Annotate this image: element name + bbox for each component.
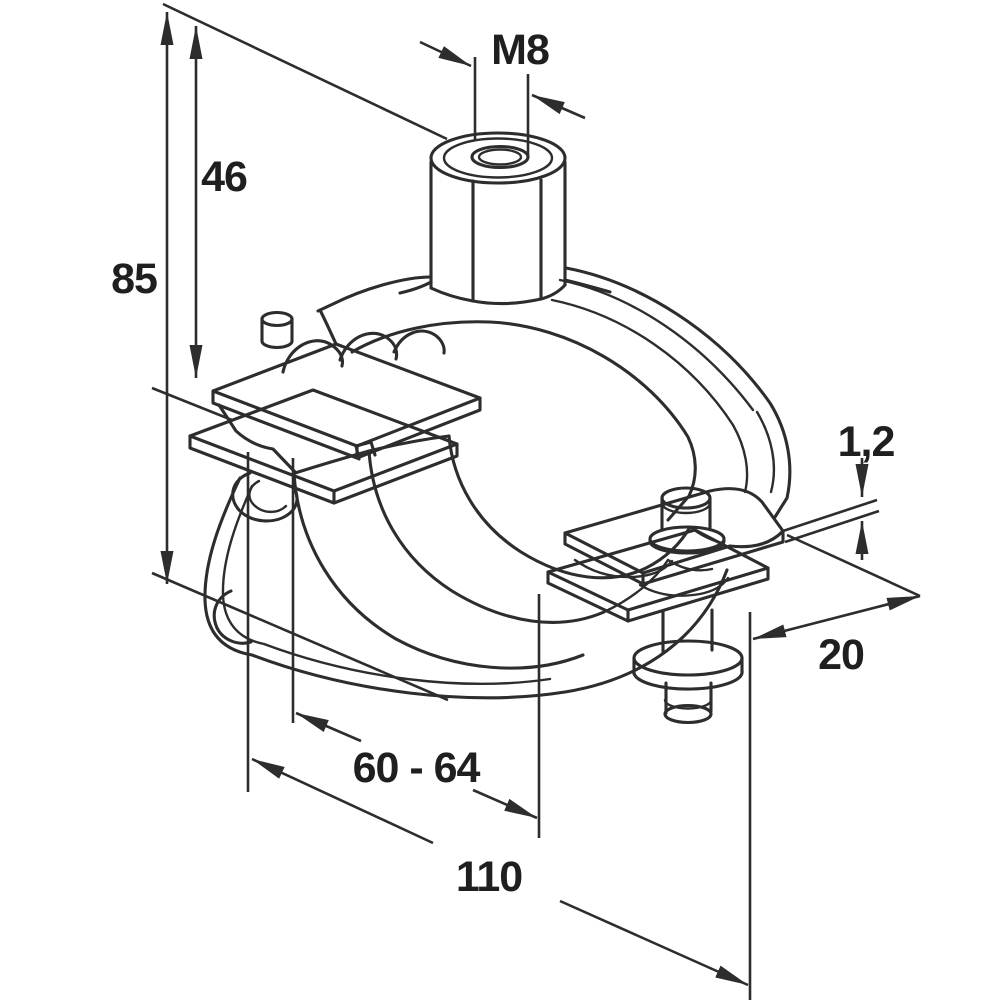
- dimension-clamping-range: 60 - 64: [291, 458, 541, 838]
- dim-label-thread-size: M8: [491, 26, 549, 74]
- dim-label-overall-width: 110: [456, 853, 522, 901]
- dimension-material-thickness: 1,2: [782, 418, 895, 560]
- dimension-flange-width: 20: [752, 533, 921, 679]
- dimension-overall-width: 110: [246, 452, 752, 1000]
- dim-label-clamping-range: 60 - 64: [353, 744, 481, 792]
- dimension-height-to-flange: 46: [151, 26, 248, 422]
- dim-label-height-to-flange: 46: [201, 153, 247, 201]
- upper-clamp-band: [281, 266, 792, 522]
- dimension-thread-size: M8: [419, 26, 586, 158]
- dimension-overall-height: 85: [111, 2, 449, 702]
- dim-label-material-thickness: 1,2: [838, 418, 895, 466]
- left-closure-flanges: [188, 310, 482, 523]
- clamp-body: [188, 131, 792, 725]
- hex-connector-nut: [429, 131, 567, 306]
- lower-clamp-band: [203, 434, 729, 700]
- dim-label-overall-height: 85: [111, 255, 157, 303]
- dim-label-flange-width: 20: [818, 631, 864, 679]
